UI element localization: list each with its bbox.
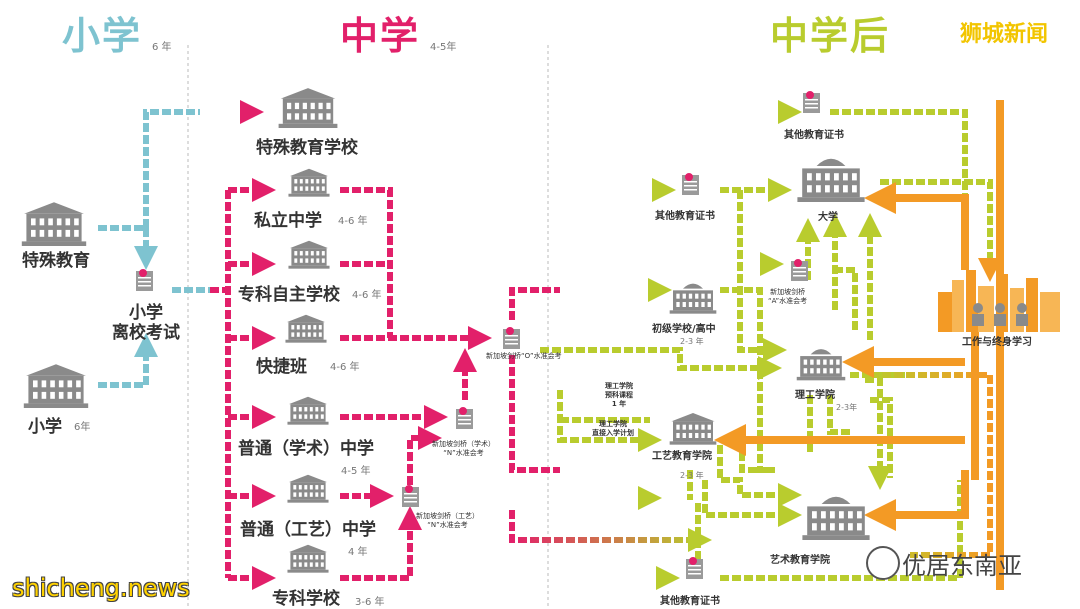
label-n-technical: 新加坡剑桥（工艺） “N”水准会考: [416, 512, 479, 529]
label-o-level: 新加坡剑桥“O”水准会考: [486, 352, 562, 360]
label-private-secondary: 私立中学: [254, 211, 322, 231]
phase-title-primary: 小学: [62, 14, 143, 58]
label-other-cert-bottom: 其他教育证书: [660, 596, 720, 607]
other-cert-bottom-icon: [686, 557, 703, 579]
normal-technical-building-icon: [287, 474, 329, 503]
label-jc: 初级学校/高中: [652, 324, 716, 335]
watermark-wechat: 优居东南亚: [902, 552, 1022, 580]
label-specialized-independent-dur: 4-6 年: [352, 290, 382, 301]
label-express: 快捷班: [256, 357, 307, 377]
ite-building-icon: [669, 413, 717, 445]
n-technical-certificate-icon: [402, 485, 419, 507]
other-cert-top-icon: [803, 91, 820, 113]
polytechnic-building-icon: [796, 349, 846, 381]
express-building-icon: [285, 314, 327, 343]
brand-logo: 狮城新闻: [960, 22, 1049, 47]
label-a-level: 新加坡剑桥 “A”水准会考: [768, 288, 808, 305]
label-normal-academic-dur: 4-5 年: [341, 466, 371, 477]
label-arts: 艺术教育学院: [770, 555, 830, 566]
a-level-certificate-icon: [791, 259, 808, 281]
phase-title-secondary: 中学: [340, 14, 421, 58]
label-poly-foundation: 理工学院 预科课程 1 年: [605, 382, 633, 408]
private-secondary-building-icon: [288, 168, 330, 197]
special-ed-building-icon: [21, 202, 87, 246]
specialized-school-building-icon: [287, 544, 329, 573]
label-primary-school-dur: 6年: [74, 422, 91, 433]
label-ite: 工艺教育学院: [652, 451, 712, 462]
city-skyline-icon: [938, 270, 1060, 332]
n-academic-certificate-icon: [456, 407, 473, 429]
primary-school-building-icon: [23, 364, 89, 408]
label-private-secondary-dur: 4-6 年: [338, 216, 368, 227]
phase-title-post: 中学后: [770, 14, 891, 58]
university-building-icon: [797, 158, 865, 202]
phase-duration-secondary: 4-5年: [430, 42, 457, 53]
psle-certificate-icon: [136, 269, 153, 291]
label-normal-academic: 普通（学术）中学: [238, 439, 374, 459]
label-polytechnic-dur: 2-3年: [836, 403, 858, 412]
wechat-icon: [866, 546, 900, 580]
label-primary-school: 小学: [28, 417, 62, 437]
arts-building-icon: [802, 496, 870, 540]
o-level-certificate-icon: [503, 327, 520, 349]
label-work: 工作与终身学习: [962, 337, 1032, 348]
watermark-site: shicheng.news: [12, 574, 190, 602]
other-cert-mid-icon: [682, 173, 699, 195]
label-university: 大学: [818, 212, 838, 223]
label-specialized-school-dur: 3-6 年: [355, 597, 385, 608]
label-special-ed-school: 特殊教育学校: [256, 138, 358, 158]
label-express-dur: 4-6 年: [330, 362, 360, 373]
label-n-academic: 新加坡剑桥（学术） “N”水准会考: [432, 440, 495, 457]
label-normal-technical-dur: 4 年: [348, 547, 368, 558]
jc-building-icon: [669, 283, 717, 314]
label-special-ed: 特殊教育: [22, 251, 90, 271]
label-ite-dur: 2-3 年: [680, 471, 704, 480]
phase-duration-primary: 6 年: [152, 42, 172, 53]
normal-academic-building-icon: [287, 396, 329, 425]
label-other-cert-top: 其他教育证书: [784, 130, 844, 141]
label-polytechnic: 理工学院: [795, 390, 835, 401]
label-other-cert-mid: 其他教育证书: [655, 211, 715, 222]
label-normal-technical: 普通（工艺）中学: [240, 520, 376, 540]
label-specialized-independent: 专科自主学校: [238, 285, 340, 305]
specialized-independent-building-icon: [288, 240, 330, 269]
label-poly-direct: 理工学院 直接入学计划: [592, 420, 634, 437]
label-jc-dur: 2-3 年: [680, 337, 704, 346]
label-specialized-school: 专科学校: [272, 589, 340, 609]
label-psle: 小学 离校考试: [112, 303, 180, 343]
special-ed-school-building-icon: [278, 88, 338, 128]
